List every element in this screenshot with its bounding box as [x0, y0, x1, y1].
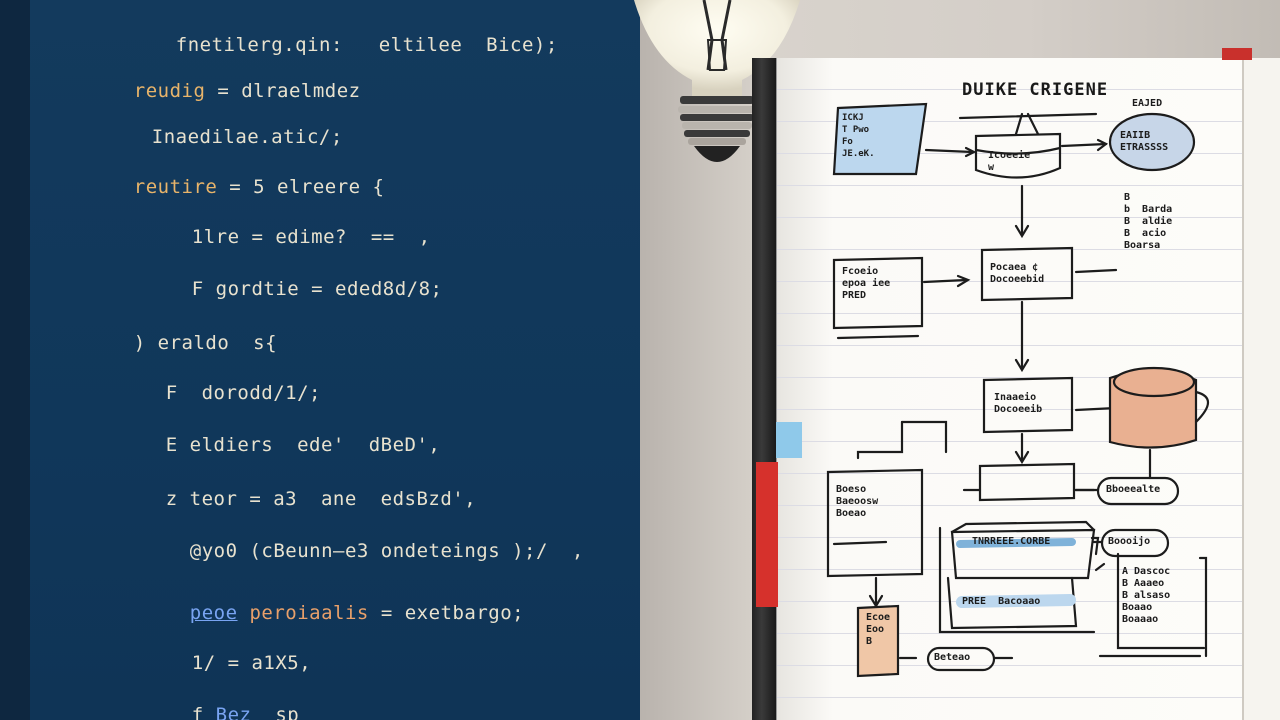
code-editor[interactable]: fnetilerg.qin: eltilee Bice); reudig = d…: [30, 0, 640, 720]
note-oval-right-2: Boooijo: [1108, 536, 1151, 547]
page-tab-blue: [776, 422, 802, 458]
code-line: @yo0 (cBeunn—e3 ondeteings );/ ,: [189, 540, 584, 562]
light-bulb-icon: [634, 0, 800, 162]
notebook-spine: [752, 58, 776, 720]
page-tab-red: [756, 462, 778, 607]
code-line: reudig = dlraelmdez: [133, 80, 361, 102]
code-line: reutire = 5 elreere {: [133, 176, 385, 198]
note-small-tag: Ecoe Eoo B: [866, 612, 891, 647]
code-link[interactable]: peoe: [189, 602, 238, 624]
note-top-left: ICKJ T Pwo Fo JE.eK.: [842, 113, 875, 159]
code-line: E eldiers ede' dBeD',: [165, 434, 441, 456]
code-line: f Bez sp: [144, 682, 299, 720]
code-line: F dorodd/1/;: [165, 382, 321, 404]
note-top-right-oval: EAIIB ETRASSSS: [1120, 130, 1169, 153]
note-oval-right-1: Bboeealte: [1106, 484, 1161, 495]
notebook-next-page: [1242, 58, 1280, 720]
code-link[interactable]: Bez: [215, 704, 252, 720]
note-left-list: Boeso Baeoosw Boeao: [836, 484, 879, 519]
note-bottom-oval: Beteao: [934, 652, 971, 663]
code-line: fnetilerg.qin: eltilee Bice);: [175, 34, 558, 56]
code-line: F gordtie = eded8d/8;: [191, 278, 443, 300]
note-inner-band: TNRREEE.CORBE: [972, 536, 1051, 547]
note-right-list: B b Barda B aldie B acio Boarsa: [1124, 192, 1173, 251]
code-line: 1lre = edime? == ,: [191, 226, 431, 248]
flowchart-sketch: [826, 102, 1210, 678]
note-right-bracket-list: A Dascoc B Aaaeo B alsaso Boaao Boaaao: [1122, 566, 1171, 625]
code-line: ) eraldo s{: [133, 332, 278, 354]
note-top-right-caption: EAJED: [1132, 98, 1163, 109]
note-mid-center: Pocaea ¢ Docoeebid: [990, 262, 1045, 285]
note-lower-center: Inaaeio Docoeeib: [994, 392, 1043, 415]
code-line: 1/ = a1X5,: [191, 652, 312, 674]
bookmark-ribbon: [1222, 48, 1252, 60]
code-line: z teor = a3 ane edsBzd',: [165, 488, 477, 510]
note-mid-left: Fcoeio epoa iee PRED: [842, 266, 891, 301]
note-top-center: Icoeeie w: [988, 150, 1031, 173]
editor-gutter: [0, 0, 30, 720]
flowchart-title: DUIKE CRIGENE: [962, 80, 1109, 100]
code-line: peoe peroiaalis = exetbargo;: [189, 602, 525, 624]
note-inner-band-2: PREE Bacoaao: [962, 596, 1041, 607]
code-line: Inaedilae.atic/;: [151, 126, 343, 148]
